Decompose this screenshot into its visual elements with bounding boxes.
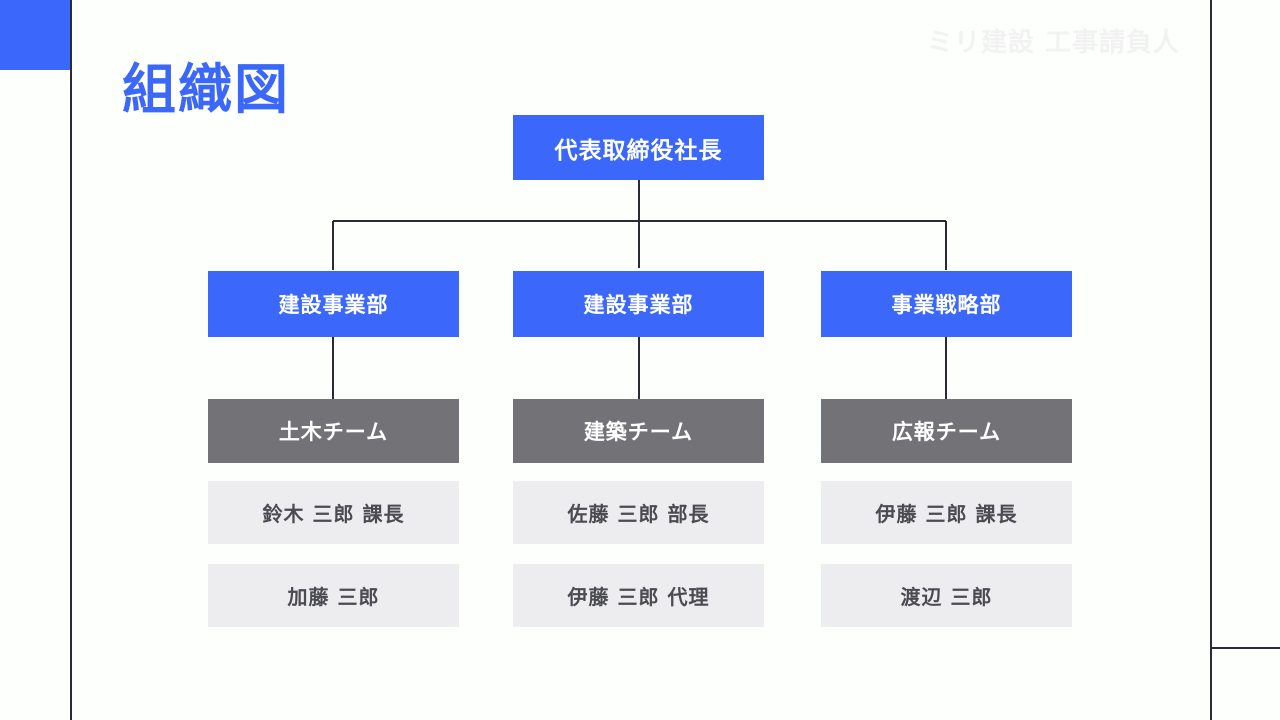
org-node-member-0-0[interactable]: 鈴木 三郎 課長 — [208, 481, 459, 544]
frame-line-right — [1210, 0, 1212, 720]
org-node-root[interactable]: 代表取締役社長 — [513, 115, 764, 180]
page-title: 組織図 — [122, 58, 290, 121]
org-node-member-2-1[interactable]: 渡辺 三郎 — [821, 564, 1072, 627]
corner-accent-square — [0, 0, 70, 70]
org-node-member-0-1[interactable]: 加藤 三郎 — [208, 564, 459, 627]
org-node-department-0[interactable]: 建設事業部 — [208, 271, 459, 337]
org-node-team-1[interactable]: 建築チーム — [513, 399, 764, 463]
org-node-member-1-0[interactable]: 佐藤 三郎 部長 — [513, 481, 764, 544]
frame-line-left — [70, 0, 72, 720]
org-node-department-1[interactable]: 建設事業部 — [513, 271, 764, 337]
org-node-team-2[interactable]: 広報チーム — [821, 399, 1072, 463]
frame-line-bottom-right — [1210, 647, 1280, 649]
org-node-department-2[interactable]: 事業戦略部 — [821, 271, 1072, 337]
org-node-team-0[interactable]: 土木チーム — [208, 399, 459, 463]
watermark-text: ミリ建設 工事請負人 — [926, 28, 1180, 58]
org-node-member-1-1[interactable]: 伊藤 三郎 代理 — [513, 564, 764, 627]
org-node-member-2-0[interactable]: 伊藤 三郎 課長 — [821, 481, 1072, 544]
